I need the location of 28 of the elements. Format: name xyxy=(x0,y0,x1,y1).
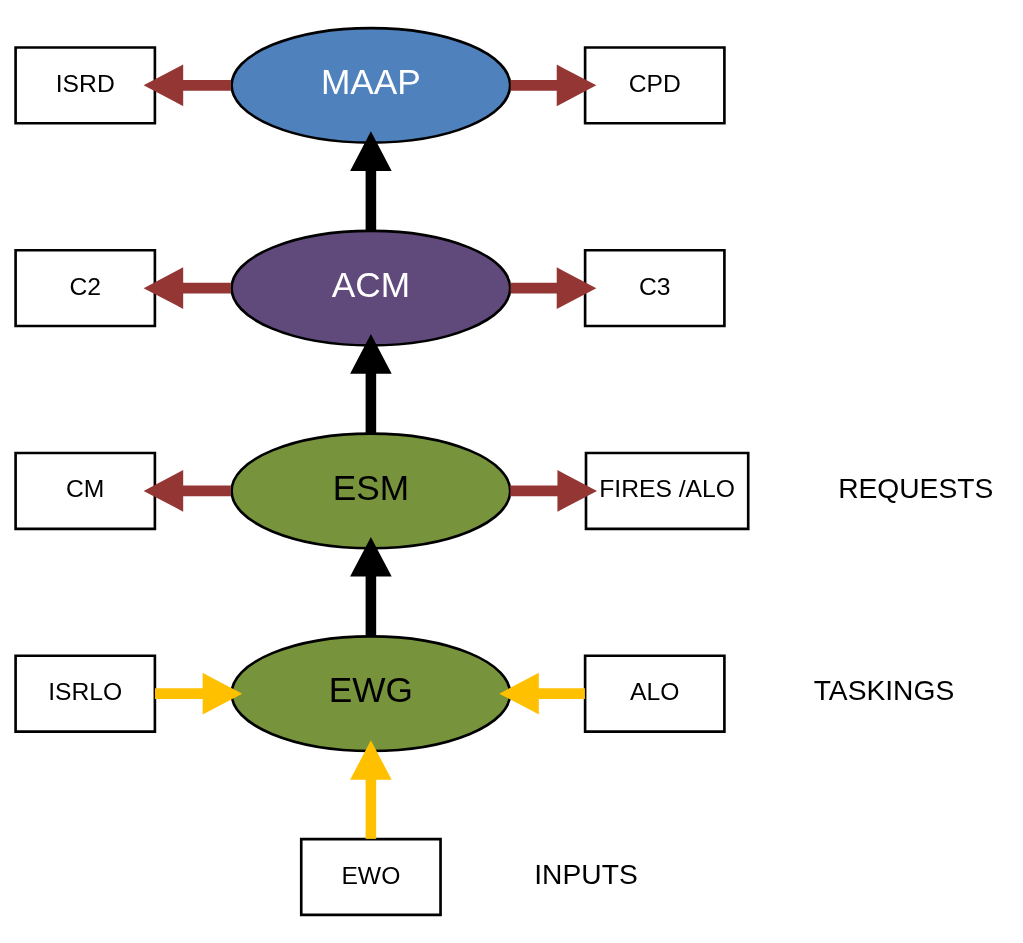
node-box: FIRES /ALO xyxy=(584,451,750,531)
legend-label: REQUESTS xyxy=(838,471,994,504)
legend-label: INPUTS xyxy=(534,857,638,890)
node-box: CM xyxy=(14,451,157,531)
arrow xyxy=(499,672,585,715)
legend-label: TASKINGS xyxy=(813,674,955,707)
node-box: ISRLO xyxy=(14,654,157,733)
arrow xyxy=(350,536,392,636)
arrow xyxy=(143,267,231,309)
arrow xyxy=(143,470,231,512)
node-box: C3 xyxy=(583,248,726,328)
arrow xyxy=(350,131,392,231)
arrow xyxy=(350,334,392,434)
node-ellipse: ESM xyxy=(230,432,512,550)
arrow xyxy=(155,672,243,715)
node-ellipse: MAAP xyxy=(230,26,512,144)
node-ellipse: ACM xyxy=(230,229,512,347)
node-box: ALO xyxy=(583,654,726,733)
arrow xyxy=(143,64,231,107)
node-box: EWO xyxy=(299,837,442,917)
arrow xyxy=(350,740,392,839)
node-box: CPD xyxy=(583,46,726,125)
arrow xyxy=(510,64,597,107)
node-box: ISRD xyxy=(14,46,157,125)
arrow xyxy=(510,470,597,512)
node-ellipse: EWG xyxy=(230,635,512,753)
node-box: C2 xyxy=(14,248,157,328)
arrow xyxy=(510,267,597,309)
